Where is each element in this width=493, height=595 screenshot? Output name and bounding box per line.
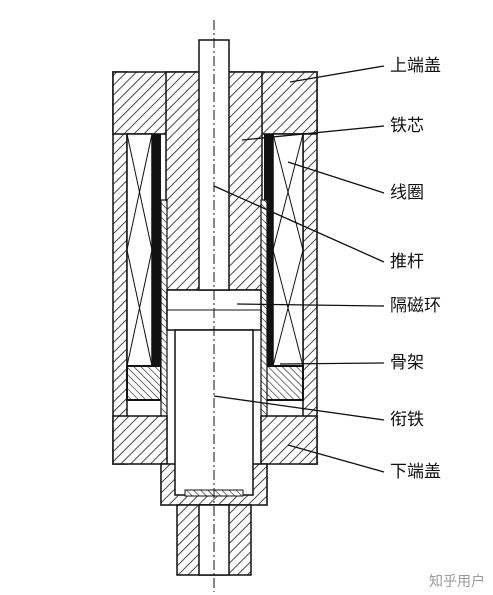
label-coil: 线圈 [390,183,424,203]
leader-iron-core [241,125,385,141]
bobbin-right [264,134,273,366]
coil-left [126,133,153,367]
leader-armature [213,395,385,421]
coil-right [272,133,304,367]
bobbin-flange-left [126,365,162,401]
label-bobbin: 骨架 [390,353,424,373]
label-armature: 衔铁 [390,410,424,430]
leader-isolation-ring [236,303,385,307]
leader-push-rod [213,185,385,263]
leader-bottom-cap [287,444,385,473]
label-magnetic-isolation-ring: 隔磁环 [390,296,441,316]
watermark: 知乎用户 [429,574,485,590]
bobbin-flange-right [263,365,304,401]
leader-coil [287,161,385,194]
label-push-rod: 推杆 [390,252,424,272]
label-bottom-cap: 下端盖 [390,462,441,482]
leader-bobbin [279,362,385,365]
bobbin-left [152,134,161,366]
label-top-cap: 上端盖 [390,56,441,76]
label-iron-core: 铁芯 [390,116,424,136]
leader-top-cap [289,65,385,83]
